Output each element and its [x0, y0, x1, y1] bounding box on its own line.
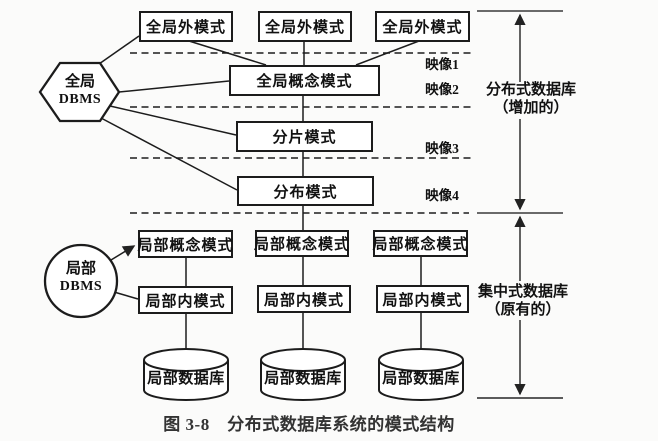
dimension-brackets: [477, 10, 563, 399]
local-dbms-label: 局部 DBMS: [49, 261, 113, 295]
line-global-dbms-to-distribution: [100, 117, 238, 191]
fragmentation-schema-box: 分片模式: [236, 121, 373, 152]
local-database-label-1: 局部数据库: [147, 371, 225, 387]
cylinder-1-body: [143, 360, 229, 401]
database-cylinder-1: [143, 348, 229, 401]
global-dbms-label: 全局 DBMS: [48, 74, 112, 108]
mapping-label-3: 映像3: [425, 141, 459, 156]
local-database-label-3: 局部数据库: [382, 371, 460, 387]
distributed-database-label-line2: （增加的）: [493, 100, 569, 116]
line-global-dbms-to-fragmentation: [109, 105, 237, 136]
local-conceptual-schema-box-2: 局部概念模式: [254, 230, 349, 257]
cylinder-1-top: [143, 348, 229, 372]
global-conceptual-schema-box: 全局概念模式: [229, 65, 380, 96]
global-external-schema-box-1: 全局外模式: [139, 11, 233, 42]
local-database-label-2: 局部数据库: [264, 371, 342, 387]
connector-lines: [98, 35, 422, 350]
local-dbms-label-line2: DBMS: [59, 279, 103, 294]
local-dbms-circle: [43, 243, 119, 319]
local-conceptual-schema-box-1: 局部概念模式: [138, 230, 233, 258]
line-global-dbms-to-conceptual: [118, 80, 230, 93]
global-dbms-label-line1: 全局: [64, 74, 95, 90]
local-internal-schema-box-3: 局部内模式: [376, 285, 469, 313]
distribution-schema-box: 分布模式: [237, 176, 374, 206]
distributed-database-bracket-label: 分布式数据库 （增加的）: [471, 81, 591, 117]
local-internal-schema-box-1: 局部内模式: [138, 286, 233, 314]
centralized-database-bracket-label: 集中式数据库 （原有的）: [463, 283, 583, 319]
distributed-database-label-line1: 分布式数据库: [485, 82, 576, 98]
cylinder-3-top: [378, 348, 464, 372]
global-external-schema-box-2: 全局外模式: [258, 11, 352, 42]
local-dbms-label-line1: 局部: [65, 261, 96, 277]
local-conceptual-schema-box-3: 局部概念模式: [373, 230, 468, 257]
line-global-dbms-to-external-1: [98, 35, 140, 65]
line-external-3-to-conceptual: [355, 40, 420, 66]
mapping-label-1: 映像1: [425, 57, 459, 72]
cylinder-2-body: [260, 360, 346, 401]
cylinder-2-top: [260, 348, 346, 372]
global-dbms-label-line2: DBMS: [58, 92, 102, 107]
database-cylinder-2: [260, 348, 346, 401]
global-external-schema-box-3: 全局外模式: [375, 11, 470, 42]
cylinder-3-body: [378, 360, 464, 401]
local-internal-schema-box-2: 局部内模式: [257, 285, 351, 313]
centralized-database-label-line1: 集中式数据库: [477, 284, 568, 300]
centralized-database-label-line2: （原有的）: [485, 302, 561, 318]
database-cylinder-3: [378, 348, 464, 401]
global-dbms-hexagon: [38, 61, 121, 123]
figure-caption: 图 3-8 分布式数据库系统的模式结构: [163, 415, 455, 434]
mapping-dashed-lines: [130, 52, 471, 214]
mapping-label-2: 映像2: [425, 82, 459, 97]
mapping-label-4: 映像4: [425, 188, 459, 203]
arrow-local-dbms-to-local-conceptual-1: [110, 245, 136, 261]
line-external-1-to-conceptual: [188, 40, 267, 66]
local-database-cylinders: [143, 348, 464, 401]
line-local-dbms-to-local-internal-1: [113, 291, 139, 300]
